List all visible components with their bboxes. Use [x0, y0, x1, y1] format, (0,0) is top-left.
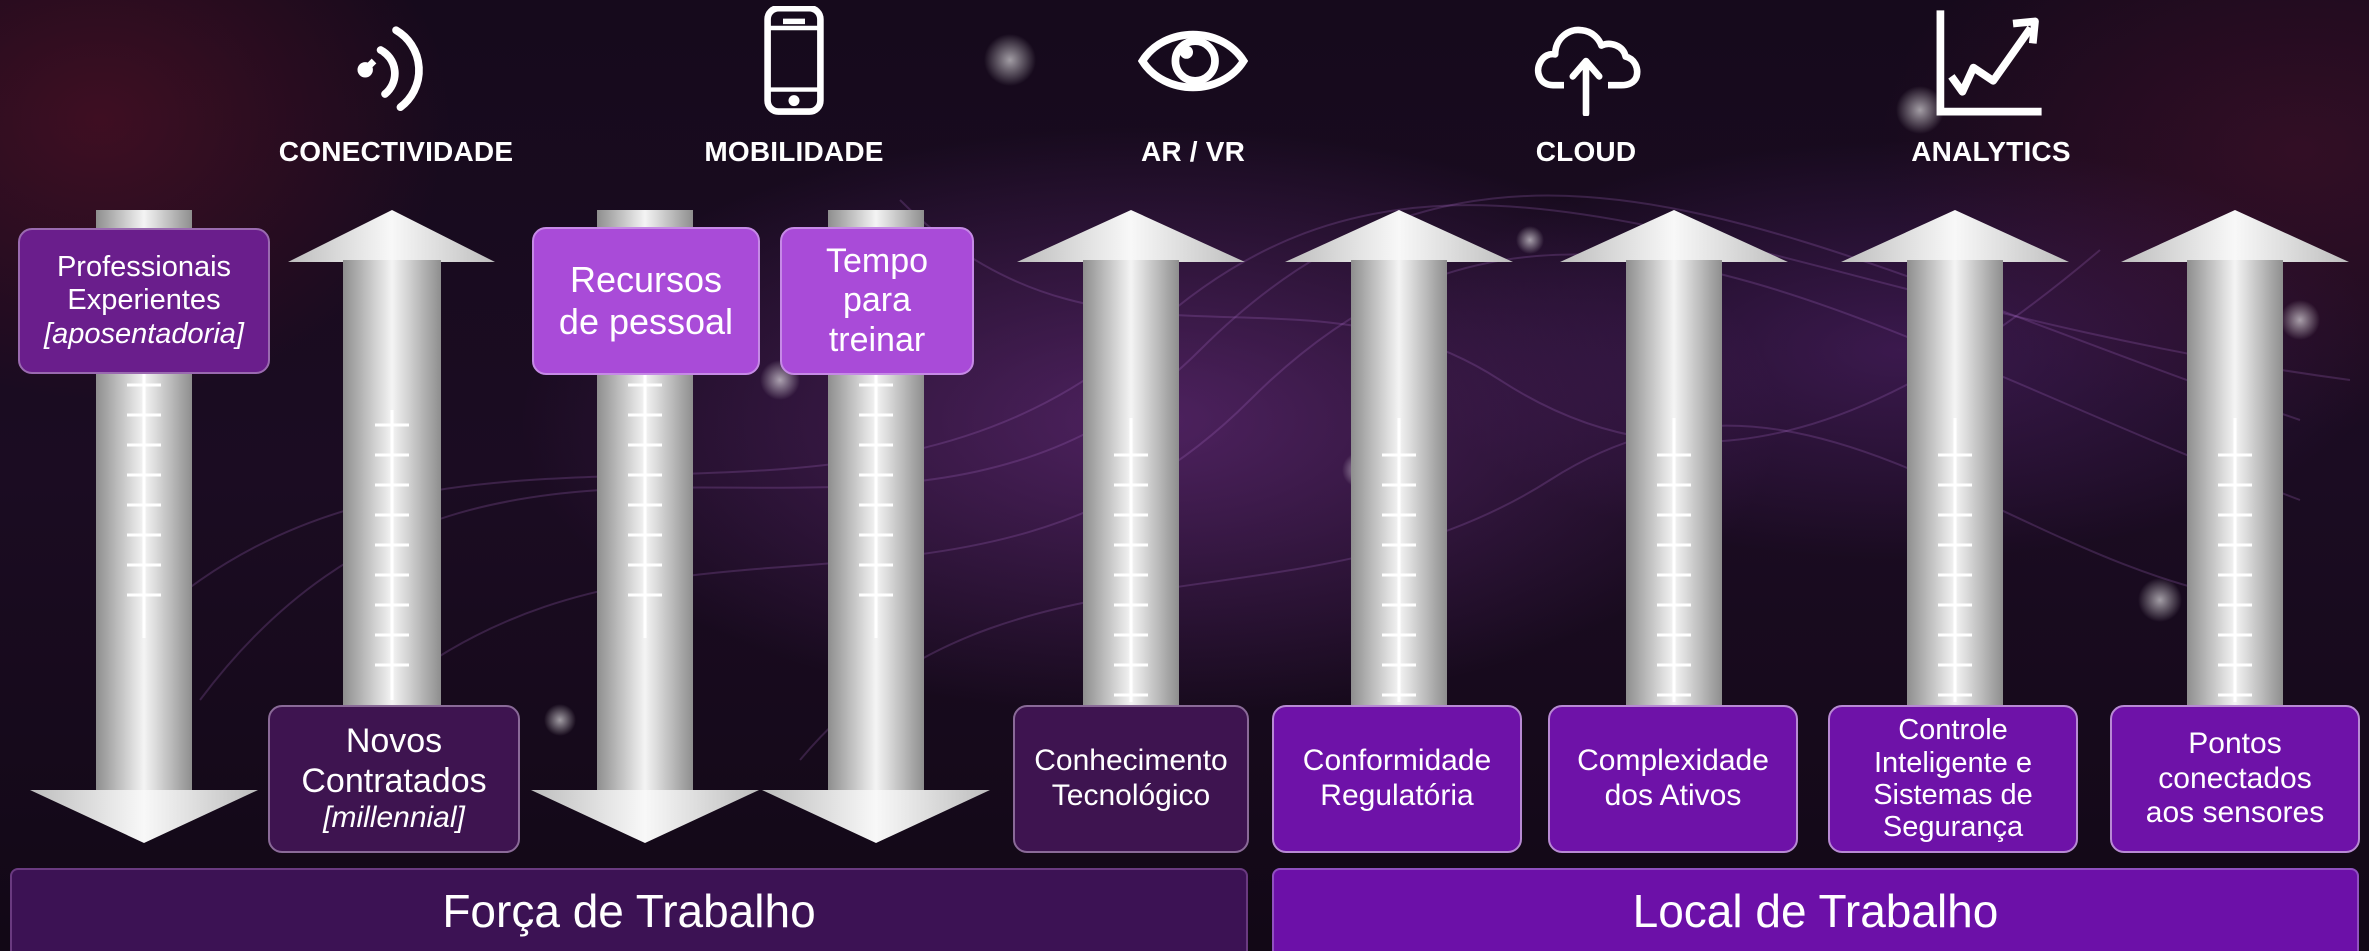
workforce-title: Força de Trabalho	[442, 884, 816, 937]
tech-cloud: CLOUD	[1436, 0, 1736, 167]
factor-line: Professionais	[56, 250, 232, 283]
factor-line: conectados	[2158, 761, 2312, 795]
factor-box-training-time: Tempo para treinar	[780, 227, 974, 375]
factor-line: Conhecimento	[1034, 744, 1228, 778]
arrow-up-smart-control	[1841, 210, 2069, 710]
tech-label: AR / VR	[1140, 136, 1246, 167]
factor-line: Contratados	[301, 761, 487, 800]
factor-line: Complexidade	[1577, 744, 1769, 778]
factor-box-smart-control: Controle Inteligente e Sistemas de Segur…	[1828, 705, 2078, 853]
arrow-up-new-hires	[288, 210, 495, 710]
factor-box-new-hires: Novos Contratados [millennial]	[268, 705, 520, 853]
factor-line: treinar	[828, 320, 926, 359]
factor-line: [aposentadoria]	[44, 317, 244, 350]
factor-box-regulatory: Conformidade Regulatória	[1272, 705, 1522, 853]
chart-trend-icon	[1936, 10, 2042, 116]
factor-line: Conformidade	[1302, 744, 1492, 778]
factor-line: Novos	[345, 722, 443, 761]
tech-label: CLOUD	[1535, 136, 1637, 167]
workplace-title: Local de Trabalho	[1632, 884, 1999, 937]
factor-line: Regulatória	[1320, 779, 1474, 812]
factor-line: Segurança	[1882, 811, 2024, 844]
arrow-up-regulatory	[1285, 210, 1513, 710]
factor-line: Tecnológico	[1051, 779, 1211, 812]
factor-box-staff-resources: Recursos de pessoal	[532, 227, 760, 375]
tech-ar-vr: AR / VR	[1043, 0, 1343, 167]
tech-label: CONECTIVIDADE	[278, 136, 514, 167]
factor-line: Controle	[1898, 714, 2008, 747]
arrow-up-sensors	[2121, 210, 2349, 710]
factor-box-asset-complexity: Complexidade dos Ativos	[1548, 705, 1798, 853]
factor-box-sensors: Pontos conectados aos sensores	[2110, 705, 2360, 853]
factor-line: Sistemas de	[1873, 779, 2033, 811]
tech-label: MOBILIDADE	[704, 136, 884, 167]
smartphone-icon	[764, 6, 824, 115]
factor-line: [millennial]	[323, 801, 465, 835]
factor-box-experienced: Professionais Experientes [aposentadoria…	[18, 228, 270, 374]
factor-line: Tempo	[825, 241, 929, 280]
tech-analytics: ANALYTICS	[1841, 0, 2141, 167]
eye-icon	[1138, 30, 1248, 92]
factor-box-tech-knowledge: Conhecimento Tecnológico	[1013, 705, 1249, 853]
workforce-category-bar: Força de Trabalho	[10, 868, 1248, 951]
factor-line: para	[842, 281, 912, 320]
tech-conectividade: CONECTIVIDADE	[246, 0, 546, 167]
factor-line: dos Ativos	[1604, 779, 1742, 812]
factor-line: Inteligente e	[1873, 746, 2032, 779]
factor-line: Pontos	[2188, 726, 2282, 760]
tech-mobilidade: MOBILIDADE	[644, 0, 944, 167]
factor-line: Recursos	[569, 259, 723, 301]
wifi-signal-icon	[357, 26, 423, 112]
factor-line: de pessoal	[558, 301, 734, 342]
factor-line: aos sensores	[2145, 796, 2325, 830]
background-swirls	[149, 194, 2351, 781]
cloud-upload-icon	[1534, 26, 1641, 116]
workplace-category-bar: Local de Trabalho	[1272, 868, 2359, 951]
arrow-up-asset-complexity	[1560, 210, 1788, 710]
tech-label: ANALYTICS	[1911, 136, 2071, 167]
background-sparkles	[106, 34, 2320, 786]
arrow-up-tech-knowledge	[1017, 210, 1245, 710]
factor-line: Experientes	[67, 284, 221, 317]
